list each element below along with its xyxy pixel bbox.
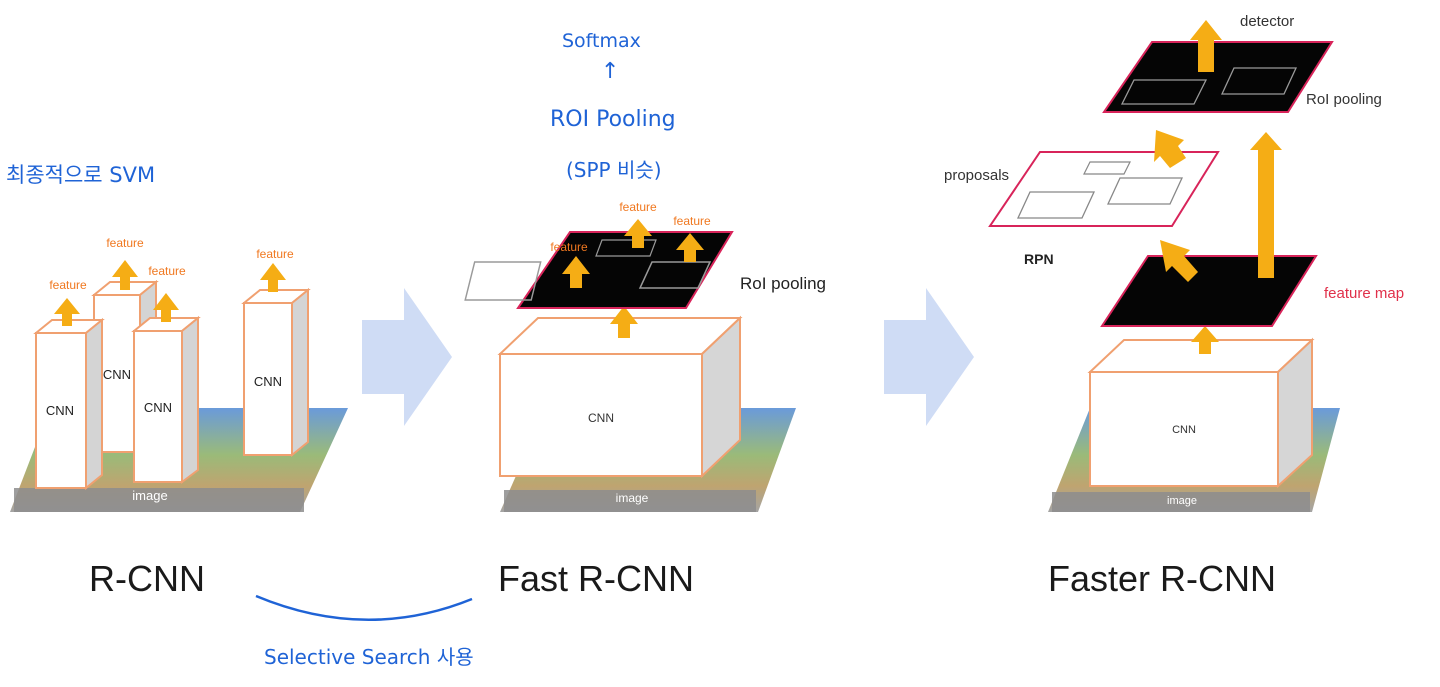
faster-map-to-roi-arrow [1250,132,1282,278]
faster-roi-region [1220,67,1298,95]
faster-cnn-label: CNN [1172,424,1196,436]
rcnn-feature-label: feature [106,236,144,250]
fast-feature-arrow [676,233,704,262]
rcnn-feature-label: feature [148,264,186,278]
flow-arrow-2 [884,288,974,426]
softmax-arrow: ↑ [601,59,619,84]
faster-rcnn-diagram: image CNN feature map proposals RPN RoI … [944,13,1404,512]
spp-note: (SPP 비슷) [566,158,662,182]
faster-feature-map-plane [1100,255,1318,327]
handwritten-annotations: 최종적으로 SVM Softmax ↑ ROI Pooling (SPP 비슷)… [6,30,676,669]
fast-cnn-box: CNN [497,315,743,479]
faster-detector-label: detector [1240,13,1294,30]
faster-detector-arrow [1190,20,1222,72]
rcnn-feature-arrow [260,263,286,292]
faster-rpn-label: RPN [1024,251,1054,267]
flow-arrow-1 [362,288,452,426]
faster-map-to-proposals-arrow [1160,240,1198,282]
fast-cnn-to-roi-arrow [610,306,638,338]
faster-rcnn-title: Faster R-CNN [1048,558,1277,599]
rcnn-feature-label: feature [49,278,87,292]
fast-rcnn-title: Fast R-CNN [498,558,694,599]
fast-feature-arrow [562,256,590,288]
rcnn-cnn-label: CNN [254,374,282,389]
faster-proposals-plane [988,151,1220,227]
fast-rcnn-diagram: image CNN feature feature feature RoI po… [464,200,826,512]
rcnn-cnn-box: CNN [241,287,311,458]
rcnn-cnn-label: CNN [46,403,74,418]
rcnn-image-label: image [132,488,167,503]
svm-note: 최종적으로 SVM [6,163,155,187]
faster-road [1052,492,1310,512]
rcnn-feature-arrow [54,298,80,326]
rcnn-feature-label: feature [256,247,294,261]
faster-roi-pooling-label: RoI pooling [1306,91,1382,108]
rcnn-feature-arrow [112,260,138,290]
faster-proposals-label: proposals [944,167,1009,184]
fast-feature-label: feature [550,240,588,254]
faster-proposal-box [1083,161,1131,175]
rcnn-cnn-label: CNN [103,367,131,382]
rcnn-road [14,488,304,512]
rcnn-diagram: image CNN CNN CNN CNN [10,236,348,512]
fast-image-label: image [616,491,649,505]
fast-feature-label: feature [673,214,711,228]
rcnn-title: R-CNN [89,558,205,599]
faster-feature-map-label: feature map [1324,285,1404,302]
fast-cnn-label: CNN [588,411,614,425]
faster-cnn-box: CNN [1087,337,1315,489]
fast-roi-region [464,261,542,301]
faster-cnn-to-map-arrow [1191,326,1219,354]
softmax-note: Softmax [562,30,641,52]
faster-proposals-to-roi-arrow [1154,130,1186,168]
rcnn-cnn-box: CNN [33,317,105,491]
selective-underline [255,594,473,621]
selective-note: Selective Search 사용 [264,645,474,669]
faster-proposal-box [1016,191,1096,219]
fast-feature-arrow [624,219,652,248]
fast-road [504,490,756,512]
rcnn-cnn-label: CNN [144,400,172,415]
faster-roi-region [1120,79,1208,105]
faster-roi-plane [1102,41,1334,113]
rcnn-feature-arrow [153,293,179,322]
faster-image-label: image [1167,495,1197,507]
roi-note: ROI Pooling [550,107,676,132]
rcnn-cnn-box: CNN [131,315,201,484]
fast-roi-pooling-label: RoI pooling [740,274,826,293]
faster-proposal-box [1106,177,1184,205]
fast-feature-label: feature [619,200,657,214]
